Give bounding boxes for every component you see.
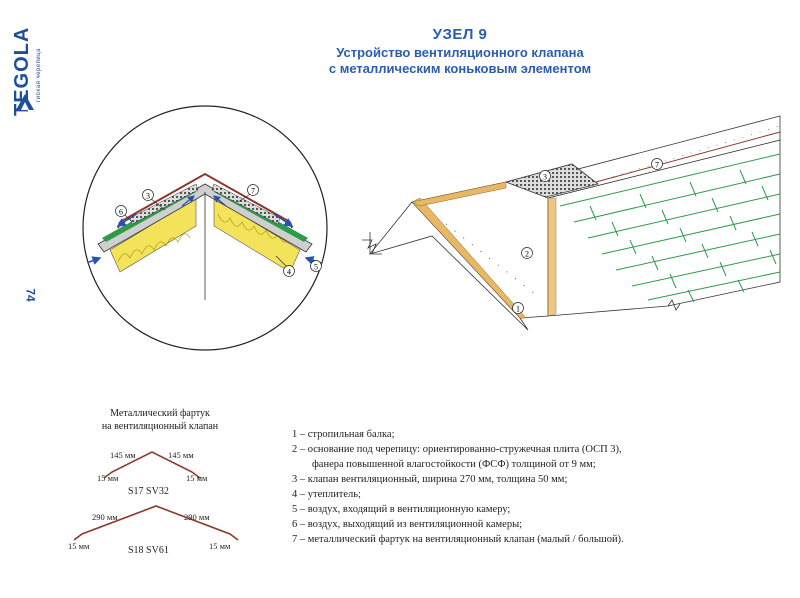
legend-item-1: 1 – стропильная балка;	[292, 429, 395, 440]
roof-callout-3-label: 3	[543, 173, 547, 182]
brand-mark-icon	[16, 94, 34, 110]
callout-3-circle	[142, 189, 154, 201]
detail-circle: 3 7 6 4 5	[82, 105, 328, 351]
small-dim-top-right: 145 мм	[168, 450, 194, 460]
legend-item-6: 6 – воздух, выходящий из вентиляционной …	[292, 519, 523, 530]
roof-callout-7-label: 7	[655, 161, 659, 170]
shingle-grid	[559, 153, 781, 303]
flashing-large-profile	[73, 505, 239, 541]
small-dim-top-left: 145 мм	[110, 450, 136, 460]
roof-callout-2	[521, 247, 533, 259]
flashing-title: Металлический фартук	[110, 408, 210, 419]
roof-callout-2-label: 2	[525, 250, 529, 259]
large-dim-top-left: 290 мм	[92, 512, 118, 522]
roof-callout-1	[512, 302, 524, 314]
callout-6-circle	[115, 205, 127, 217]
callout-5-circle	[310, 260, 322, 272]
flashing-small-profile	[103, 451, 201, 479]
legend-item-4: 4 – утеплитель;	[292, 489, 361, 500]
callout-4-circle	[283, 265, 295, 277]
legend-item-7: 7 – металлический фартук на вентиляционн…	[292, 534, 624, 545]
page-subtitle-line2: с металлическим коньковым элементом	[328, 61, 592, 76]
page-subtitle-line1: Устройство вентиляционного клапана	[336, 45, 584, 60]
callout-7-label: 7	[251, 187, 255, 196]
brand-sidebar: TEGOLA гибкая черепица 74	[0, 0, 46, 598]
legend-item-2-cont: фанера повышенной влагостойкости (ФСФ) т…	[312, 459, 596, 470]
large-dim-bottom-right: 15 мм	[209, 541, 231, 551]
callout-5-label: 5	[314, 263, 318, 272]
legend-item-3: 3 – клапан вентиляционный, ширина 270 мм…	[292, 474, 568, 485]
small-flashing-code: S17 SV32	[128, 486, 169, 497]
legend: 1 – стропильная балка; 2 – основание под…	[292, 427, 624, 547]
large-dim-bottom-left: 15 мм	[68, 541, 90, 551]
legend-item-2: 2 – основание под черепицу: ориентирован…	[292, 444, 622, 455]
large-dim-top-right: 290 мм	[184, 512, 210, 522]
callout-3-label: 3	[146, 192, 150, 201]
small-dim-bottom-right: 15 мм	[186, 473, 208, 483]
roof-perspective: 3 7 2 1	[362, 115, 781, 331]
small-dim-bottom-left: 15 мм	[97, 473, 119, 483]
callout-6-label: 6	[119, 208, 123, 217]
page-title: УЗЕЛ 9	[432, 26, 488, 43]
callout-4-label: 4	[287, 268, 291, 277]
roof-callout-7	[651, 158, 663, 170]
large-flashing-code: S18 SV61	[128, 545, 169, 556]
roof-callout-3	[539, 170, 551, 182]
flashing-subtitle: на вентиляционный клапан	[101, 421, 219, 432]
roof-callout-1-label: 1	[516, 305, 520, 314]
callout-7-circle	[247, 184, 259, 196]
legend-item-5: 5 – воздух, входящий в вентиляционную ка…	[292, 504, 511, 515]
